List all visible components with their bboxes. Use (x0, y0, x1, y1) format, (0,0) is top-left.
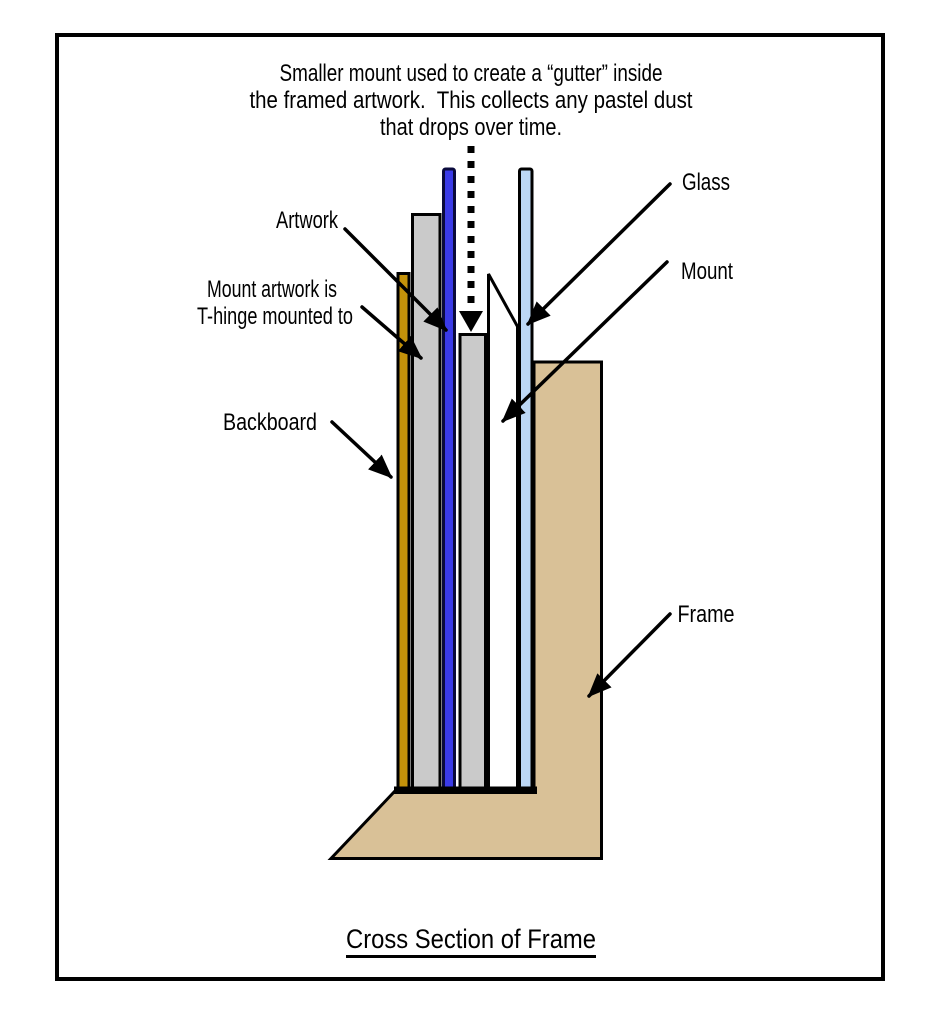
artwork-label-arrow (343, 227, 448, 332)
note-line-3: that drops over time. (380, 114, 562, 141)
frame-label: Frame (678, 601, 735, 628)
glass-label-arrow (526, 182, 672, 326)
figure-caption: Cross Section of Frame (346, 924, 596, 954)
small-mount-bar (458, 333, 487, 791)
frame-rebate-line (394, 786, 537, 794)
gutter-arrowhead-icon (459, 311, 483, 332)
frame-label-arrow (587, 612, 672, 698)
mount-label: Mount (681, 258, 733, 285)
glass-bar (518, 167, 534, 791)
hinge-label-line-1: Mount artwork is (207, 276, 337, 303)
backboard-label: Backboard (223, 409, 317, 436)
backboard-label-arrow (330, 420, 393, 479)
hinge-label-arrow (360, 305, 423, 360)
artwork-bar (442, 167, 456, 791)
figure-border (55, 33, 885, 981)
note-line-1: Smaller mount used to create a “gutter” … (280, 60, 663, 87)
hinge-label-line-2: T-hinge mounted to (197, 303, 353, 330)
window-mount-shape (487, 273, 519, 791)
backboard-bar (396, 272, 411, 791)
glass-label: Glass (682, 169, 730, 196)
note-line-2: the framed artwork. This collects any pa… (250, 87, 693, 114)
artwork-label: Artwork (276, 207, 339, 234)
mount-label-arrow (501, 260, 669, 423)
